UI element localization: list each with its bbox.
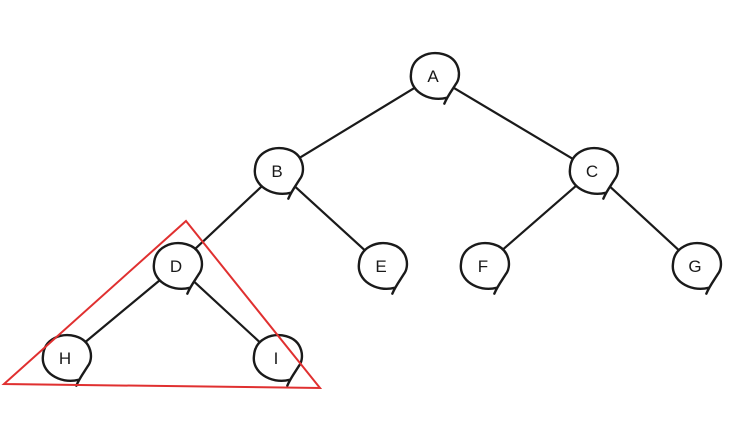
edge-a-b xyxy=(294,85,418,162)
tree-node-i: I xyxy=(252,334,304,387)
highlight-layer xyxy=(1,219,323,390)
edge-d-i xyxy=(191,279,263,345)
node-outline xyxy=(671,242,723,295)
node-outline xyxy=(41,334,93,387)
node-outline xyxy=(152,242,204,295)
node-label: D xyxy=(170,257,182,276)
node-outline xyxy=(409,52,461,105)
tree-node-e: E xyxy=(357,242,409,295)
tree-node-h: H xyxy=(41,334,93,387)
node-label: I xyxy=(274,349,279,368)
node-outline xyxy=(253,147,305,200)
nodes-layer: A B C D E F G H I xyxy=(41,52,723,387)
node-label: B xyxy=(271,162,282,181)
edge-c-f xyxy=(498,183,579,254)
tree-node-c: C xyxy=(568,147,620,200)
node-outline xyxy=(568,147,620,200)
tree-node-b: B xyxy=(253,147,305,200)
tree-node-f: F xyxy=(459,242,511,295)
tree-node-a: A xyxy=(409,52,461,105)
edge-b-e xyxy=(292,184,368,253)
node-outline xyxy=(252,334,304,387)
node-label: H xyxy=(59,349,71,368)
node-label: C xyxy=(586,162,598,181)
edges-layer xyxy=(81,85,682,346)
subtree-highlight-triangle xyxy=(1,219,323,390)
tree-node-d: D xyxy=(152,242,204,295)
tree-node-g: G xyxy=(671,242,723,295)
edge-b-d xyxy=(191,184,264,253)
edge-d-h xyxy=(81,278,162,346)
node-outline xyxy=(459,242,511,295)
node-outline xyxy=(357,242,409,295)
edge-a-c xyxy=(450,85,577,162)
node-label: G xyxy=(688,257,701,276)
node-label: E xyxy=(375,257,386,276)
edge-c-g xyxy=(607,184,682,253)
node-label: A xyxy=(427,67,439,86)
node-label: F xyxy=(478,257,488,276)
